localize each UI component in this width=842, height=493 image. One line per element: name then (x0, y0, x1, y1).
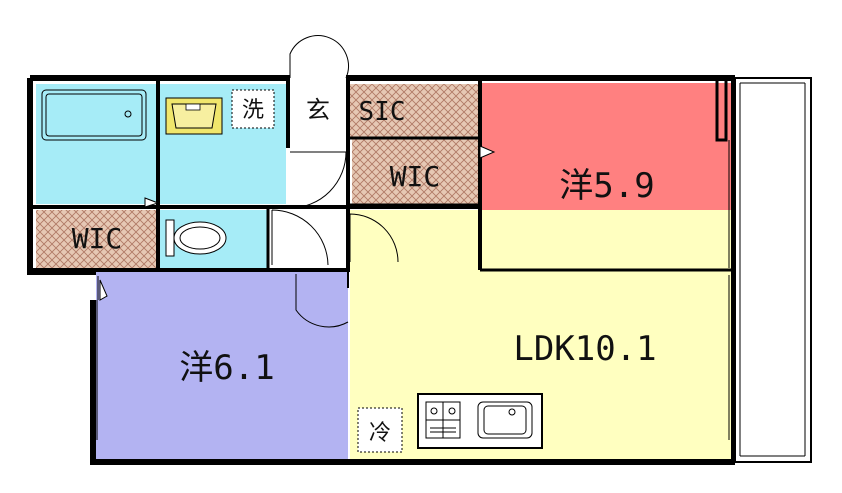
laundry-label: 洗 (242, 98, 264, 123)
kitchen-sink-icon (477, 401, 533, 439)
fridge-space (357, 407, 403, 453)
balcony (734, 77, 812, 463)
wic-lower (36, 210, 156, 268)
bedroom-left-label: 洋6.1 (179, 348, 274, 388)
wic-upper (352, 138, 478, 204)
wic-lower-label: WIC (72, 222, 123, 255)
fridge-label: 冷 (369, 421, 391, 446)
ldk-label: LDK10.1 (513, 329, 656, 369)
windows (96, 140, 730, 440)
entrance-label: 玄 (306, 96, 330, 124)
toilet-icon (165, 219, 227, 257)
bedroom-left (96, 272, 348, 460)
laundry-space (231, 89, 275, 129)
shoe-closet (346, 84, 478, 138)
wic-upper-label: WIC (390, 160, 441, 193)
bedroom-right-label: 洋5.9 (559, 166, 654, 206)
stove-icon (425, 401, 461, 439)
shoe-closet-label: SIC (359, 97, 406, 127)
doors (97, 35, 496, 328)
bathtub-icon (41, 89, 147, 141)
wash-basin-icon (165, 97, 223, 135)
kitchen-counter (417, 393, 543, 449)
walls (27, 75, 735, 465)
